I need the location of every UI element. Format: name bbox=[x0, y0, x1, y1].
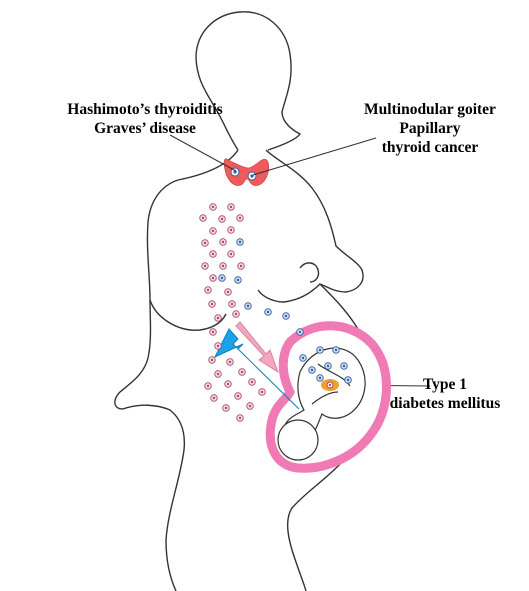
left-contour bbox=[115, 150, 238, 591]
autoimmune-label-line-2: Graves’ disease bbox=[40, 119, 250, 138]
autoimmune-label: Hashimoto’s thyroiditis Graves’ disease bbox=[40, 100, 250, 138]
autoimmune-label-line-1: Hashimoto’s thyroiditis bbox=[40, 100, 250, 119]
fetal-disease-label-line-2: diabetes mellitus bbox=[380, 394, 510, 413]
thyroid-tumor-label: Multinodular goiter Papillary thyroid ca… bbox=[345, 100, 515, 157]
thyroid-tumor-label-line-2: Papillary bbox=[345, 119, 515, 138]
fetal-disease-label-line-1: Type 1 bbox=[380, 375, 510, 394]
breast-outline bbox=[300, 263, 319, 282]
pink-arrow bbox=[236, 322, 278, 372]
mother-silhouette bbox=[115, 12, 378, 591]
thyroid-tumor-label-line-1: Multinodular goiter bbox=[345, 100, 515, 119]
fetal-disease-label: Type 1 diabetes mellitus bbox=[380, 375, 510, 413]
leader-line-autoimmune bbox=[170, 135, 236, 171]
fetal-pancreas-icon bbox=[321, 379, 339, 391]
thyroid-tumor-label-line-3: thyroid cancer bbox=[345, 138, 515, 157]
fetus-head bbox=[278, 420, 318, 460]
